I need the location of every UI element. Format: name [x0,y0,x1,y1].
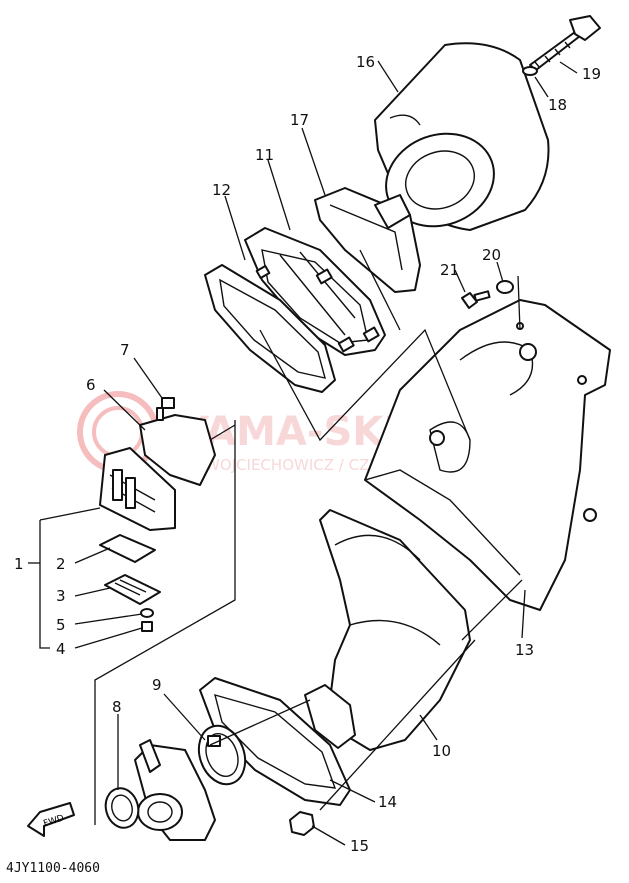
callouts: 16 19 18 17 11 12 20 21 7 6 1 2 3 5 4 13… [14,53,601,855]
fwd-arrow: FWD [27,802,75,837]
washer-18 [522,66,538,76]
callout-2: 2 [56,555,66,573]
callout-16: 16 [356,53,375,71]
filter-guide [314,187,421,293]
callout-11: 11 [255,146,274,164]
reed-valve-assembly [99,414,216,531]
callout-5: 5 [56,616,66,634]
leader-lines [28,60,578,846]
callout-12: 12 [212,181,231,199]
joint-plate [199,677,356,806]
callout-7: 7 [120,341,130,359]
air-filter-element [374,42,550,231]
callout-3: 3 [56,587,66,605]
washer-5 [140,608,154,618]
callout-4: 4 [56,640,66,658]
washer-20 [496,280,514,294]
callout-8: 8 [112,698,122,716]
air-box [364,299,611,611]
callout-9: 9 [152,676,162,694]
callout-15: 15 [350,837,369,855]
hose-clamp-9 [197,724,247,786]
reed-petal [104,574,161,605]
diagram-code: 4JY1100-4060 [6,861,100,876]
callout-19: 19 [582,65,601,83]
intake-joint [319,509,471,751]
nut-15 [289,811,315,836]
cage-gasket [204,264,336,393]
hose-clamp-8 [104,787,140,829]
callout-13: 13 [515,641,534,659]
wing-bolt [529,15,601,71]
callout-6: 6 [86,376,96,394]
bolt-7 [156,397,175,421]
callout-17: 17 [290,111,309,129]
reed-stopper [99,534,156,563]
callout-1: 1 [14,555,24,573]
callout-21: 21 [440,261,459,279]
callout-10: 10 [432,742,451,760]
screw-4 [141,621,153,632]
callout-18: 18 [548,96,567,114]
callout-20: 20 [482,246,501,264]
callout-14: 14 [378,793,397,811]
bolt-21 [461,290,491,309]
carburetor [134,739,216,841]
